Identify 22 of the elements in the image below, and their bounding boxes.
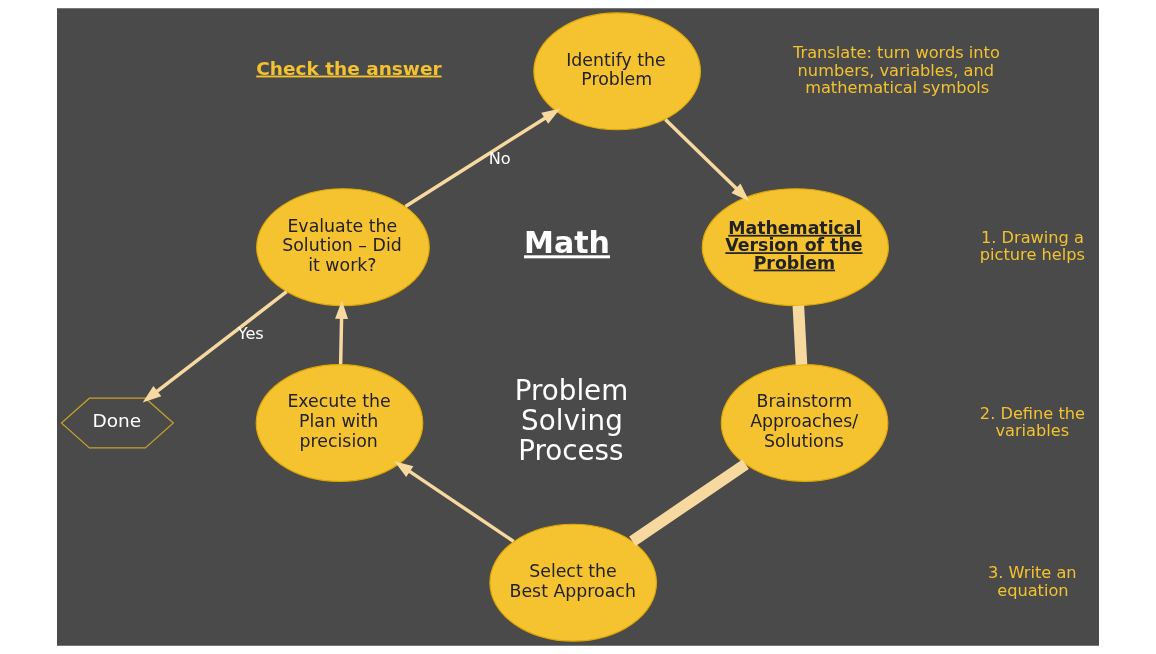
node-ellipse: Evaluate the Solution – Did it work? [256, 188, 430, 307]
label: 2. Define the variables [979, 403, 1085, 440]
node-ellipse: Brainstorm Approaches/ Solutions [720, 364, 889, 483]
node-ellipse: Identify the Problem [533, 12, 702, 131]
arrow [404, 108, 561, 208]
label: Translate: turn words into numbers, variables, and mathematical symbols [793, 43, 1000, 97]
connector [629, 459, 749, 546]
arrow [394, 461, 515, 543]
node-ellipse: Mathematical Version of the Problem [701, 188, 889, 307]
connector [792, 305, 808, 365]
label: Problem Solving Process [514, 374, 629, 468]
label: Check the answer [256, 57, 442, 79]
edge-label: Yes [237, 324, 264, 344]
edge-label: No [488, 148, 511, 168]
arrow [664, 118, 750, 202]
node-ellipse: Select the Best Approach [489, 523, 658, 642]
node-ellipse: Execute the Plan with precision [255, 364, 424, 483]
arrow [142, 290, 288, 403]
label: Math [524, 225, 610, 261]
arrow [335, 300, 349, 365]
label: 1. Drawing a picture helps [979, 227, 1085, 265]
label: 3. Write an equation [987, 563, 1077, 600]
